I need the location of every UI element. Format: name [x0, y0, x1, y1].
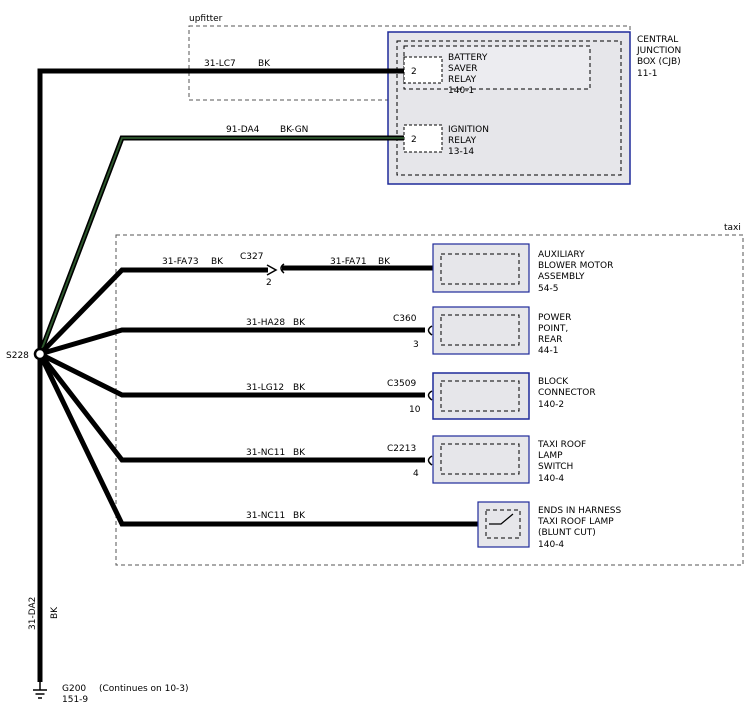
wire-31-lg12-circuit: 31-LG12: [246, 383, 284, 393]
wire-31-lc7-color: BK: [258, 59, 271, 69]
wire-91-da4-color: BK-GN: [280, 125, 308, 135]
connector-c3509-icon: [427, 390, 433, 401]
wire-91-da4-stripe: [39, 137, 404, 355]
cjb-label-line2: JUNCTION: [636, 46, 681, 56]
cjb-label: CENTRAL JUNCTION BOX (CJB) 11-1: [636, 35, 681, 79]
power-point-line2: POINT,: [538, 324, 568, 334]
battery-saver-relay-line3: RELAY: [448, 75, 477, 85]
splice-s228-label: S228: [6, 351, 29, 361]
connector-c327-pin: 2: [266, 278, 272, 288]
block-connector-inner: [440, 380, 520, 412]
wire-31-nc11-blunt-color: BK: [293, 511, 306, 521]
cjb-label-line4: 11-1: [637, 69, 657, 79]
wire-31-fa73-circuit: 31-FA73: [162, 257, 199, 267]
block-connector-line2: CONNECTOR: [538, 388, 596, 398]
blunt-cut-box[interactable]: [477, 501, 530, 548]
battery-saver-relay-line4: 140-1: [448, 86, 474, 96]
ground-wire-color: BK: [50, 606, 60, 619]
ignition-relay-line1: IGNITION: [448, 125, 489, 135]
ignition-relay-pin-box[interactable]: [403, 124, 443, 153]
block-connector-line3: 140-2: [538, 400, 564, 410]
splice-s228-node[interactable]: [33, 347, 47, 361]
roof-lamp-switch-line3: SWITCH: [538, 462, 573, 472]
battery-saver-relay-pin: 2: [411, 67, 417, 77]
ground-note: (Continues on 10-3): [99, 684, 189, 694]
wire-31-nc11-switch-circuit: 31-NC11: [246, 448, 285, 458]
power-point-box[interactable]: [432, 306, 530, 355]
wire-31-nc11-switch-color: BK: [293, 448, 306, 458]
connector-c327-female-icon: [280, 263, 285, 274]
connector-c360-pin: 3: [413, 340, 419, 350]
connector-c2213-name: C2213: [387, 444, 416, 454]
connector-c2213-pin: 4: [413, 469, 419, 479]
roof-lamp-switch-line1: TAXI ROOF: [537, 440, 586, 450]
power-point-inner: [440, 314, 520, 346]
blunt-cut-inner: [485, 509, 521, 539]
connector-c327-male-icon: [266, 264, 278, 276]
connector-c2213-icon: [427, 455, 433, 466]
cjb-label-line3: BOX (CJB): [637, 57, 681, 67]
roof-lamp-switch-line4: 140-4: [538, 474, 564, 484]
ignition-relay-pin: 2: [411, 135, 417, 145]
blower-motor-line1: AUXILIARY: [538, 250, 585, 260]
blower-motor-inner: [440, 253, 520, 285]
connector-c3509-pin: 10: [409, 405, 421, 415]
taxi-zone-box: [115, 234, 744, 566]
battery-saver-relay-line2: SAVER: [448, 64, 478, 74]
blower-motor-line4: 54-5: [538, 284, 558, 294]
cjb-label-line1: CENTRAL: [637, 35, 678, 45]
wire-91-da4[interactable]: [37, 135, 404, 355]
blunt-cut-wire-end-icon: [489, 513, 514, 525]
blower-motor-box[interactable]: [432, 243, 530, 293]
wire-31-lc7-circuit: 31-LC7: [204, 59, 236, 69]
wire-31-ha28-circuit: 31-HA28: [246, 318, 285, 328]
wire-31-ha28-color: BK: [293, 318, 306, 328]
upfitter-zone-label: upfitter: [189, 14, 223, 24]
battery-saver-relay-pin-box: [403, 56, 443, 84]
connector-c360-icon: [427, 325, 433, 336]
wire-31-ha28[interactable]: [39, 327, 425, 357]
wire-31-fa73-color: BK: [211, 257, 224, 267]
connector-c327-name: C327: [240, 252, 263, 262]
blower-motor-line3: ASSEMBLY: [538, 272, 585, 282]
wire-91-da4-circuit: 91-DA4: [226, 125, 260, 135]
block-connector-line1: BLOCK: [538, 377, 569, 387]
ground-icon[interactable]: [33, 682, 47, 699]
power-point-line1: POWER: [538, 313, 571, 323]
roof-lamp-switch-box[interactable]: [432, 435, 530, 484]
blunt-cut-line4: 140-4: [538, 540, 564, 550]
taxi-zone-label: taxi: [724, 223, 741, 233]
ground-ref: 151-9: [62, 695, 88, 705]
connector-c327[interactable]: [266, 263, 285, 276]
roof-lamp-switch-line2: LAMP: [538, 451, 563, 461]
ignition-relay-line2: RELAY: [448, 136, 477, 146]
wire-31-lg12[interactable]: [38, 351, 425, 398]
wire-31-nc11-blunt-circuit: 31-NC11: [246, 511, 285, 521]
blunt-cut-line3: (BLUNT CUT): [538, 528, 596, 538]
wire-31-fa73[interactable]: [38, 267, 268, 356]
connector-c360-name: C360: [393, 314, 417, 324]
ground-name: G200: [62, 684, 86, 694]
battery-saver-relay-line1: BATTERY: [448, 53, 488, 63]
connector-c3509-name: C3509: [387, 379, 416, 389]
blower-motor-line2: BLOWER MOTOR: [538, 261, 613, 271]
ignition-relay-line3: 13-14: [448, 147, 474, 157]
wire-31-lg12-color: BK: [293, 383, 306, 393]
block-connector-box[interactable]: [432, 372, 530, 420]
power-point-line3: REAR: [538, 335, 562, 345]
roof-lamp-switch-inner: [440, 443, 520, 475]
power-point-line4: 44-1: [538, 346, 558, 356]
blunt-cut-line1: ENDS IN HARNESS: [538, 506, 621, 516]
ground-wire-circuit: 31-DA2: [28, 597, 38, 630]
wire-31-nc11-blunt[interactable]: [37, 352, 489, 527]
wire-31-fa71-color: BK: [378, 257, 391, 267]
wire-31-nc11-switch[interactable]: [38, 352, 425, 463]
cjb-inner-dashed: [396, 40, 622, 176]
wire-31-fa71-circuit: 31-FA71: [330, 257, 367, 267]
blunt-cut-line2: TAXI ROOF LAMP: [537, 517, 614, 527]
